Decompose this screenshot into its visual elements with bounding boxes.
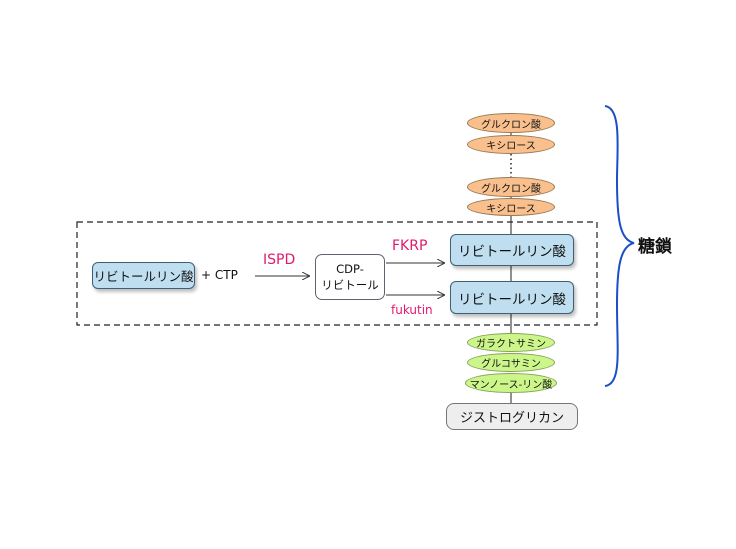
enzyme-fkrp: FKRP [392,238,428,254]
substrate-ribitol-phosphate: リビトールリン酸 [92,262,195,289]
sugar-galactosamine: ガラクトサミン [467,333,555,352]
dystroglycan-box: ジストログリカン [446,403,578,430]
cdp-ribitol-line2: リビトール [321,278,379,292]
sugar-xylose-1: キシロース [467,135,555,154]
ribitol-phosphate-box-1: リビトールリン酸 [450,234,574,266]
sugar-glucuronic-acid-1: グルクロン酸 [467,113,555,133]
enzyme-ispd: ISPD [263,252,296,268]
sugar-mannose-phosphate: マンノース-リン酸 [465,373,557,393]
enzyme-fukutin: fukutin [391,303,433,317]
curly-brace [604,105,635,387]
ribitol-phosphate-box-2: リビトールリン酸 [450,281,574,314]
cdp-ribitol-box: CDP- リビトール [315,254,385,300]
glycan-label: 糖鎖 [638,237,672,257]
sugar-xylose-2: キシロース [467,198,555,216]
cofactor-ctp: + CTP [201,268,238,282]
dashed-enclosure [76,221,598,326]
sugar-glucuronic-acid-2: グルクロン酸 [467,177,555,197]
sugar-glucosamine: グルコサミン [467,353,555,372]
cdp-ribitol-line1: CDP- [336,262,364,276]
